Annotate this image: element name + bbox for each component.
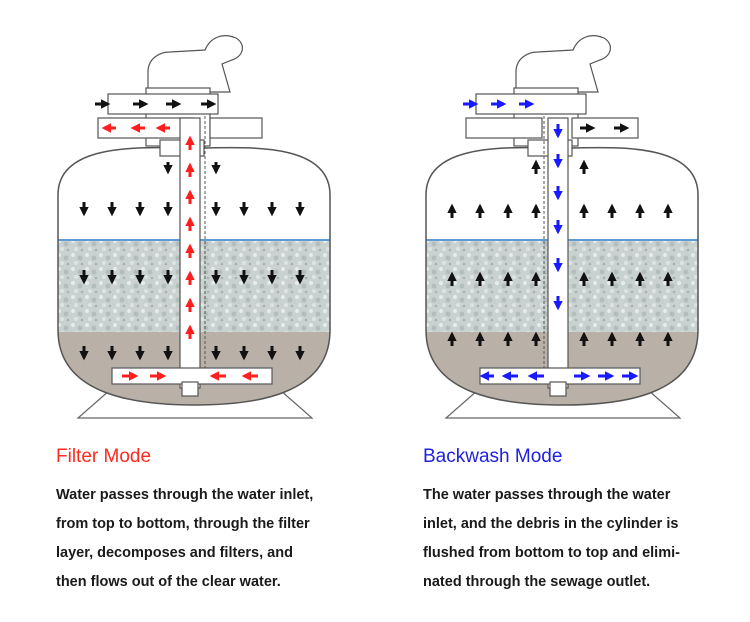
filter-mode-title: Filter Mode — [56, 446, 152, 467]
backwash-desc-line: inlet, and the debris in the cylinder is — [423, 516, 679, 532]
backwash-waste-port — [571, 117, 639, 139]
backwash-desc-line: flushed from bottom to top and elimi- — [423, 545, 680, 561]
filter-desc-line: Water passes through the water inlet, — [56, 487, 314, 503]
filter-inlet-arrows — [95, 99, 221, 175]
filter-mode-diagram — [57, 35, 331, 419]
backwash-mode-description: The water passes through the water inlet… — [423, 481, 723, 597]
backwash-desc-line: The water passes through the water — [423, 487, 671, 503]
filter-tank-outline — [57, 146, 331, 406]
backwash-mode-diagram — [425, 35, 699, 419]
backwash-return-port — [465, 117, 543, 139]
backwash-up-arrows — [447, 203, 673, 346]
filter-outlet-arrows — [101, 123, 258, 381]
backwash-mode-title: Backwash Mode — [423, 446, 563, 467]
backwash-desc-line: nated through the sewage outlet. — [423, 574, 651, 590]
filter-waste-port — [209, 117, 263, 139]
backwash-waste-arrows — [531, 123, 630, 174]
filter-desc-line: then flows out of the clear water. — [56, 574, 281, 590]
filter-desc-line: layer, decomposes and filters, and — [56, 545, 293, 561]
filter-mode-description: Water passes through the water inlet, fr… — [56, 481, 366, 597]
filter-down-arrows — [79, 202, 305, 361]
diagram-canvas — [57, 35, 699, 419]
filter-valve-handle — [147, 35, 243, 93]
filter-desc-line: from top to bottom, through the filter — [56, 516, 310, 532]
backwash-tank-outline — [425, 146, 699, 406]
backwash-inlet-arrows — [463, 99, 639, 381]
backwash-valve-handle — [515, 35, 611, 93]
